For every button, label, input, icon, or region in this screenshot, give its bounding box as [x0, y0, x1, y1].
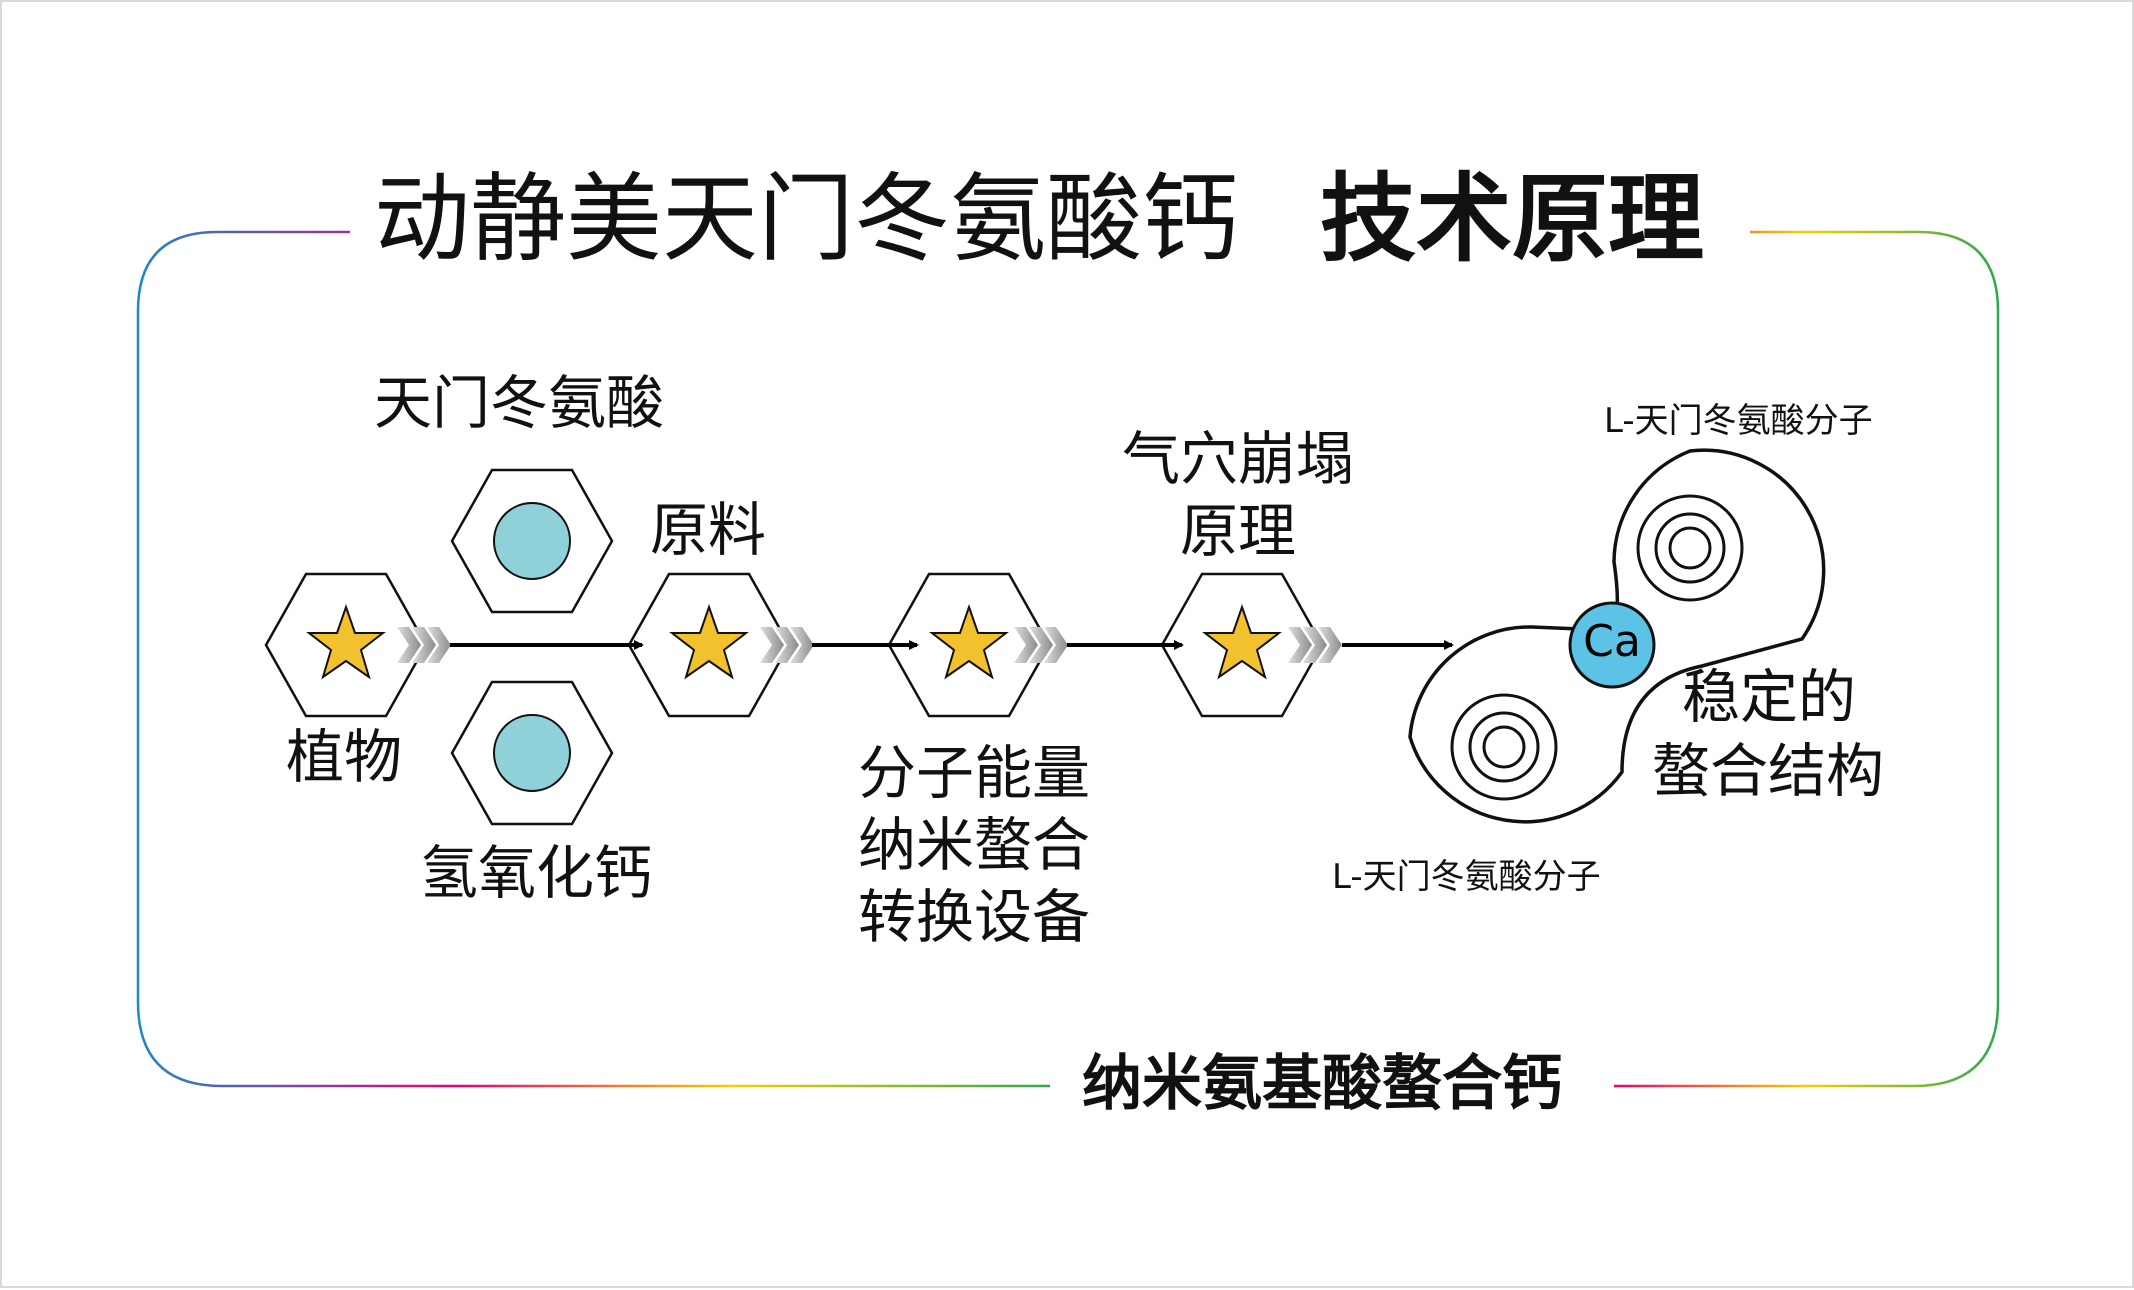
label-molecule-bottom: L-天门冬氨酸分子	[1332, 857, 1601, 897]
ring-top-mid	[1654, 512, 1726, 584]
label-calcium-hydroxide: 氢氧化钙	[420, 839, 653, 907]
label-stable-line1: 稳定的	[1682, 663, 1857, 731]
page-title: 动静美天门冬氨酸钙	[374, 163, 1238, 275]
ring-bottom-outer	[1450, 693, 1558, 801]
label-device-line3: 转换设备	[858, 883, 1091, 951]
calcium-label: Ca	[1583, 616, 1641, 667]
label-raw-material: 原料	[650, 496, 767, 564]
label-device-line1: 分子能量	[858, 739, 1091, 807]
page-title-emphasis: 技术原理	[1320, 163, 1704, 275]
footer-label: 纳米氨基酸螯合钙	[1082, 1049, 1562, 1119]
label-cavitation-line1: 气穴崩塌	[1122, 425, 1355, 493]
frame-right	[1614, 230, 2000, 1088]
ring-top-outer	[1636, 494, 1744, 602]
chevrons	[397, 627, 1342, 663]
star-icon	[669, 603, 749, 680]
ring-top-inner	[1668, 526, 1712, 570]
ring-bottom-mid	[1468, 711, 1540, 783]
chelate-molecule	[1408, 448, 1826, 824]
ring-bottom-inner	[1482, 725, 1526, 769]
label-device-line2: 纳米螯合	[858, 811, 1091, 879]
label-molecule-top: L-天门冬氨酸分子	[1604, 401, 1873, 441]
molecule-outline	[1408, 448, 1826, 824]
star-icon	[929, 603, 1009, 680]
label-cavitation-line2: 原理	[1180, 497, 1297, 565]
calcium-hydroxide-circle	[493, 714, 571, 792]
stars	[306, 603, 1282, 680]
label-stable-line2: 螯合结构	[1652, 737, 1885, 805]
chevron-group-1	[397, 627, 451, 663]
asparagine-circle	[493, 502, 571, 580]
star-icon	[306, 603, 386, 680]
chevron-group-3	[1014, 627, 1068, 663]
star-icon	[1202, 603, 1282, 680]
label-plant: 植物	[286, 723, 403, 791]
frame	[136, 230, 2000, 1088]
chevron-group-2	[760, 627, 814, 663]
calcium-atom	[1568, 601, 1656, 689]
label-asparagine: 天门冬氨酸	[374, 369, 665, 437]
frame-left	[136, 230, 1050, 1088]
chevron-group-4	[1288, 627, 1342, 663]
